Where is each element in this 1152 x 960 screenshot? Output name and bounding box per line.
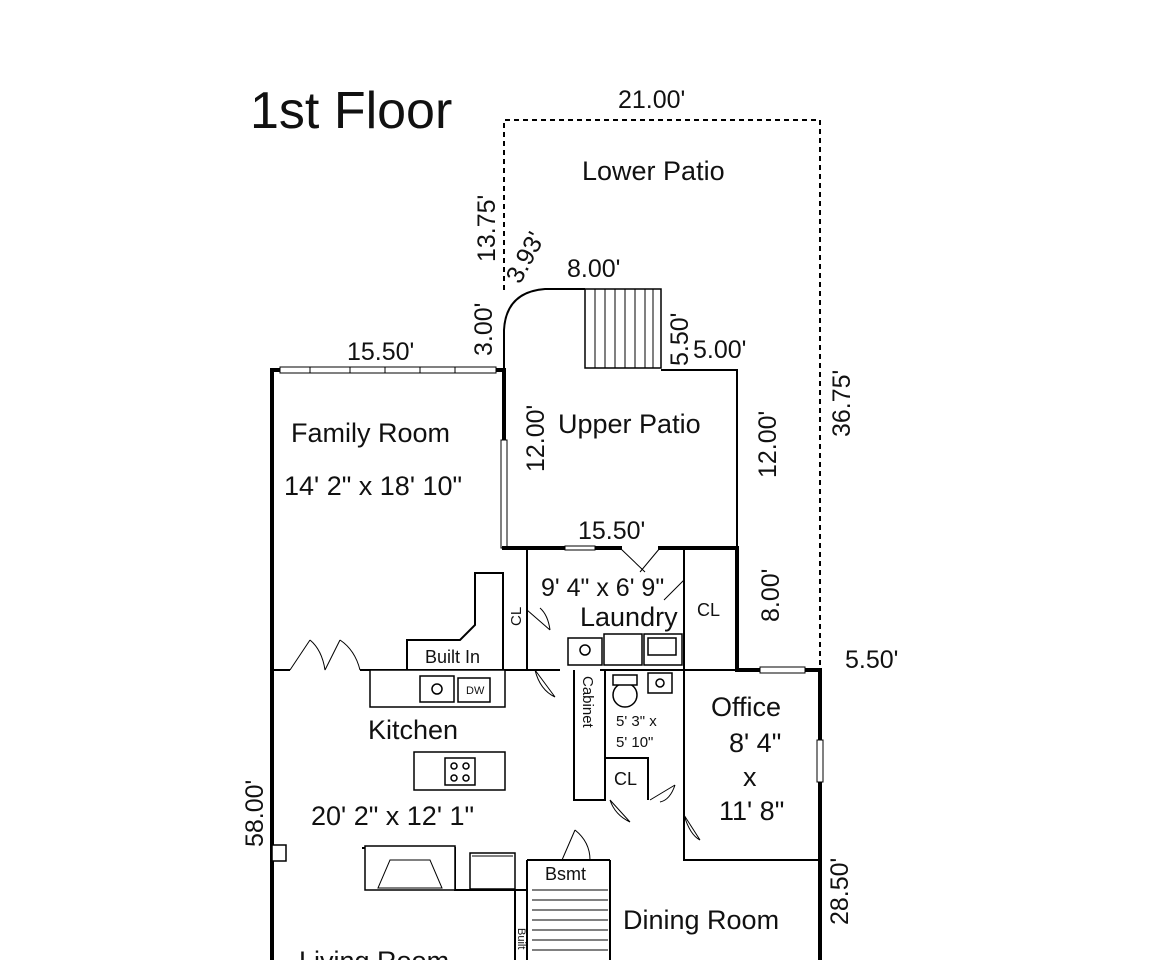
dim-right-total: 36.75': [828, 370, 856, 437]
dim-left-short: 3.00': [470, 303, 498, 356]
room-living-room: Living Room: [299, 946, 449, 960]
page-title: 1st Floor: [250, 82, 452, 140]
bath-size-1: 5' 3" x: [616, 713, 657, 730]
basement-stairs: [514, 829, 611, 960]
label-cl-laundry-left: CL: [508, 607, 525, 626]
label-cl-laundry-right: CL: [697, 600, 720, 620]
office-height: 11' 8": [719, 796, 784, 826]
room-lower-patio: Lower Patio: [582, 156, 725, 186]
label-bsmt: Bsmt: [545, 864, 586, 884]
dim-upper-patio-right: 12.00': [754, 411, 782, 478]
kitchen-size: 20' 2" x 12' 1": [311, 801, 474, 831]
kitchen-lower-counter: [362, 845, 527, 891]
dim-laundry-side: 8.00': [757, 569, 785, 622]
bathroom-walls: [573, 670, 820, 861]
family-room-slider: [500, 439, 508, 549]
dim-upper-patio-left: 12.00': [522, 405, 550, 472]
dim-step-depth: 5.50': [666, 313, 694, 366]
room-family-room: Family Room: [291, 418, 450, 448]
family-room-doors: [289, 639, 361, 671]
kitchen-counter: [369, 669, 506, 708]
dim-family-width: 15.50': [347, 338, 414, 366]
patio-stairs: [584, 288, 662, 369]
left-wall-notch: [271, 844, 287, 862]
office-window: [816, 739, 824, 783]
dim-house-left: 58.00': [241, 780, 269, 847]
label-built: Built: [515, 928, 527, 949]
office-width: 8' 4": [729, 728, 781, 758]
room-office: Office: [711, 692, 781, 722]
bath-size-2: 5' 10": [616, 734, 653, 751]
dim-left-upper: 13.75': [473, 195, 501, 262]
dim-step-width: 8.00': [567, 255, 620, 283]
patio-curve: [503, 288, 585, 331]
label-cabinet: Cabinet: [579, 676, 596, 729]
dim-office-offset: 5.50': [845, 646, 898, 674]
label-built-in: Built In: [425, 647, 480, 667]
family-room-size: 14' 2" x 18' 10": [284, 471, 462, 501]
office-x: x: [743, 762, 757, 792]
laundry-appliances: [567, 633, 683, 666]
label-dw: DW: [466, 685, 485, 697]
dim-ledge: 5.00': [693, 336, 746, 364]
lower-patio-outline: [503, 119, 821, 670]
built-in-cabinet: [406, 572, 504, 670]
family-room-windows: [279, 366, 497, 374]
room-kitchen: Kitchen: [368, 715, 458, 745]
room-dining-room: Dining Room: [623, 905, 779, 935]
dim-upper-patio-bottom: 15.50': [578, 517, 645, 545]
laundry-size: 9' 4" x 6' 9": [541, 574, 664, 602]
dim-top-width: 21.00': [618, 86, 685, 114]
room-laundry: Laundry: [580, 602, 678, 632]
dim-diag: 3.93': [501, 227, 551, 287]
kitchen-island: [413, 751, 506, 791]
dim-house-right: 28.50': [826, 858, 854, 925]
laundry-closet-wall: [683, 548, 737, 671]
label-cl-bath: CL: [614, 769, 637, 789]
room-upper-patio: Upper Patio: [558, 409, 701, 439]
